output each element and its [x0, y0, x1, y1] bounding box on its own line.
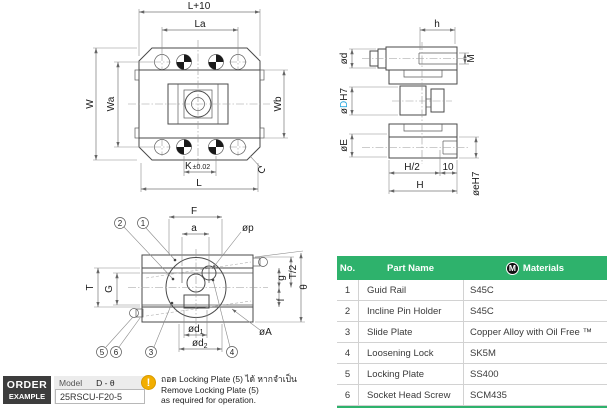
order-model-row: Model D - θ — [54, 376, 144, 388]
svg-text:4: 4 — [230, 348, 235, 357]
row-material: S45C — [463, 280, 607, 300]
dim-h-total: H — [416, 180, 423, 191]
row-part-name: Slide Plate — [358, 322, 463, 342]
dim-g-cap: G — [104, 285, 115, 293]
row-no: 1 — [344, 284, 351, 296]
row-part-name: Guid Rail — [358, 280, 463, 300]
warning-icon: ! — [141, 375, 156, 390]
materials-icon: M — [505, 261, 519, 275]
row-part-name: Loosening Lock — [358, 343, 463, 363]
side-view: h ød M øDH7 øE H/2 10 H — [339, 19, 482, 196]
svg-text:6: 6 — [114, 348, 119, 357]
dim-k: K±0.02 — [185, 161, 210, 172]
dim-h-half: H/2 — [404, 162, 420, 173]
table-row: 4 Loosening Lock SK5M — [337, 343, 607, 364]
order-label-line2: EXAMPLE — [8, 391, 46, 401]
table-row: 2 Incline Pin Holder S45C — [337, 301, 607, 322]
dim-t: T — [85, 284, 96, 290]
dim-theta: θ — [299, 284, 310, 290]
dim-m-thread: M — [466, 54, 477, 62]
row-no: 3 — [344, 326, 351, 338]
row-no: 6 — [344, 389, 351, 401]
header-materials-label: Materials — [522, 262, 565, 274]
dim-wa: Wa — [106, 96, 117, 111]
side-view-dimensions: h ød M øDH7 øE H/2 10 H — [339, 19, 482, 196]
front-view-dimensions: L+10 La W Wa Wb K±0.02 L — [85, 1, 288, 192]
row-part-name: Incline Pin Holder — [358, 301, 463, 321]
row-material: SS400 — [463, 364, 607, 384]
dim-oe: øE — [339, 139, 350, 152]
dim-oa: øA — [259, 327, 272, 338]
row-material: SK5M — [463, 343, 607, 363]
order-code: 25RSCU-F20-5 — [55, 389, 145, 404]
balloon-4: 4 — [226, 346, 238, 358]
header-materials: M Materials — [463, 261, 607, 275]
plan-view: F a øp T G T/2 g f θ — [85, 206, 310, 358]
dim-a: a — [191, 223, 197, 234]
svg-text:5: 5 — [100, 348, 105, 357]
dim-c-chamfer: C — [256, 164, 269, 177]
row-no: 5 — [344, 368, 351, 380]
model-label: Model — [59, 378, 83, 388]
dim-l: L — [196, 178, 202, 189]
order-label-line1: ORDER — [6, 379, 48, 391]
model-value: D - θ — [96, 378, 115, 388]
balloon-2: 2 — [114, 217, 126, 229]
dim-op: øp — [242, 223, 254, 234]
table-row: 6 Socket Head Screw SCM435 — [337, 385, 607, 406]
dim-w: W — [85, 99, 96, 109]
note-line-en-2: as required for operation. — [161, 395, 256, 405]
balloon-6: 6 — [110, 346, 122, 358]
dim-oeh7: øeH7 — [471, 171, 482, 196]
dim-g-small: g — [276, 275, 287, 281]
dim-10: 10 — [442, 162, 454, 173]
svg-text:1: 1 — [141, 219, 146, 228]
dim-od1: ød1 — [188, 324, 204, 336]
dim-od2: ød2 — [192, 338, 208, 350]
row-material: S45C — [463, 301, 607, 321]
row-part-name: Locking Plate — [358, 364, 463, 384]
header-no: No. — [339, 262, 356, 274]
dim-t-half: T/2 — [288, 264, 299, 279]
dim-la: La — [194, 19, 206, 30]
dim-h: h — [434, 19, 440, 30]
balloon-1: 1 — [137, 217, 149, 229]
svg-text:3: 3 — [149, 348, 154, 357]
dim-f-small: f — [276, 298, 287, 301]
plan-view-dimensions: F a øp T G T/2 g f θ — [85, 206, 310, 352]
svg-text:2: 2 — [118, 219, 123, 228]
dim-odh7: øDH7 — [339, 88, 350, 115]
row-material: Copper Alloy with Oil Free ™ — [463, 322, 607, 342]
table-row: 5 Locking Plate SS400 — [337, 364, 607, 385]
balloon-5: 5 — [96, 346, 108, 358]
dim-wb: Wb — [273, 96, 284, 111]
header-part-name: Part Name — [387, 262, 434, 274]
dim-od: ød — [339, 53, 350, 65]
note-text: ถอด Locking Plate (5) ได้ หากจำเป็น Remo… — [161, 374, 297, 406]
order-model-panel: Model D - θ 25RSCU-F20-5 — [54, 376, 145, 404]
table-row: 3 Slide Plate Copper Alloy with Oil Free… — [337, 322, 607, 343]
note-line-en-1: Remove Locking Plate (5) — [161, 384, 259, 395]
order-example-badge: ORDER EXAMPLE — [3, 376, 51, 404]
table-row: 1 Guid Rail S45C — [337, 280, 607, 301]
dim-f: F — [191, 206, 197, 217]
parts-table-header: No. Part Name M Materials — [337, 256, 607, 280]
balloon-3: 3 — [145, 346, 157, 358]
row-material: SCM435 — [463, 385, 607, 405]
dim-l-plus-10: L+10 — [188, 1, 211, 12]
row-no: 4 — [344, 347, 351, 359]
balloon-callouts: 2 1 5 6 3 4 — [96, 217, 238, 358]
note-line-thai: ถอด Locking Plate (5) ได้ หากจำเป็น — [161, 374, 297, 384]
front-view: L+10 La W Wa Wb K±0.02 L — [85, 1, 288, 192]
caution-note: ! ถอด Locking Plate (5) ได้ หากจำเป็น Re… — [141, 374, 297, 406]
row-part-name: Socket Head Screw — [358, 385, 463, 405]
parts-table: No. Part Name M Materials 1 Guid Rail S4… — [337, 256, 607, 408]
row-no: 2 — [344, 305, 351, 317]
